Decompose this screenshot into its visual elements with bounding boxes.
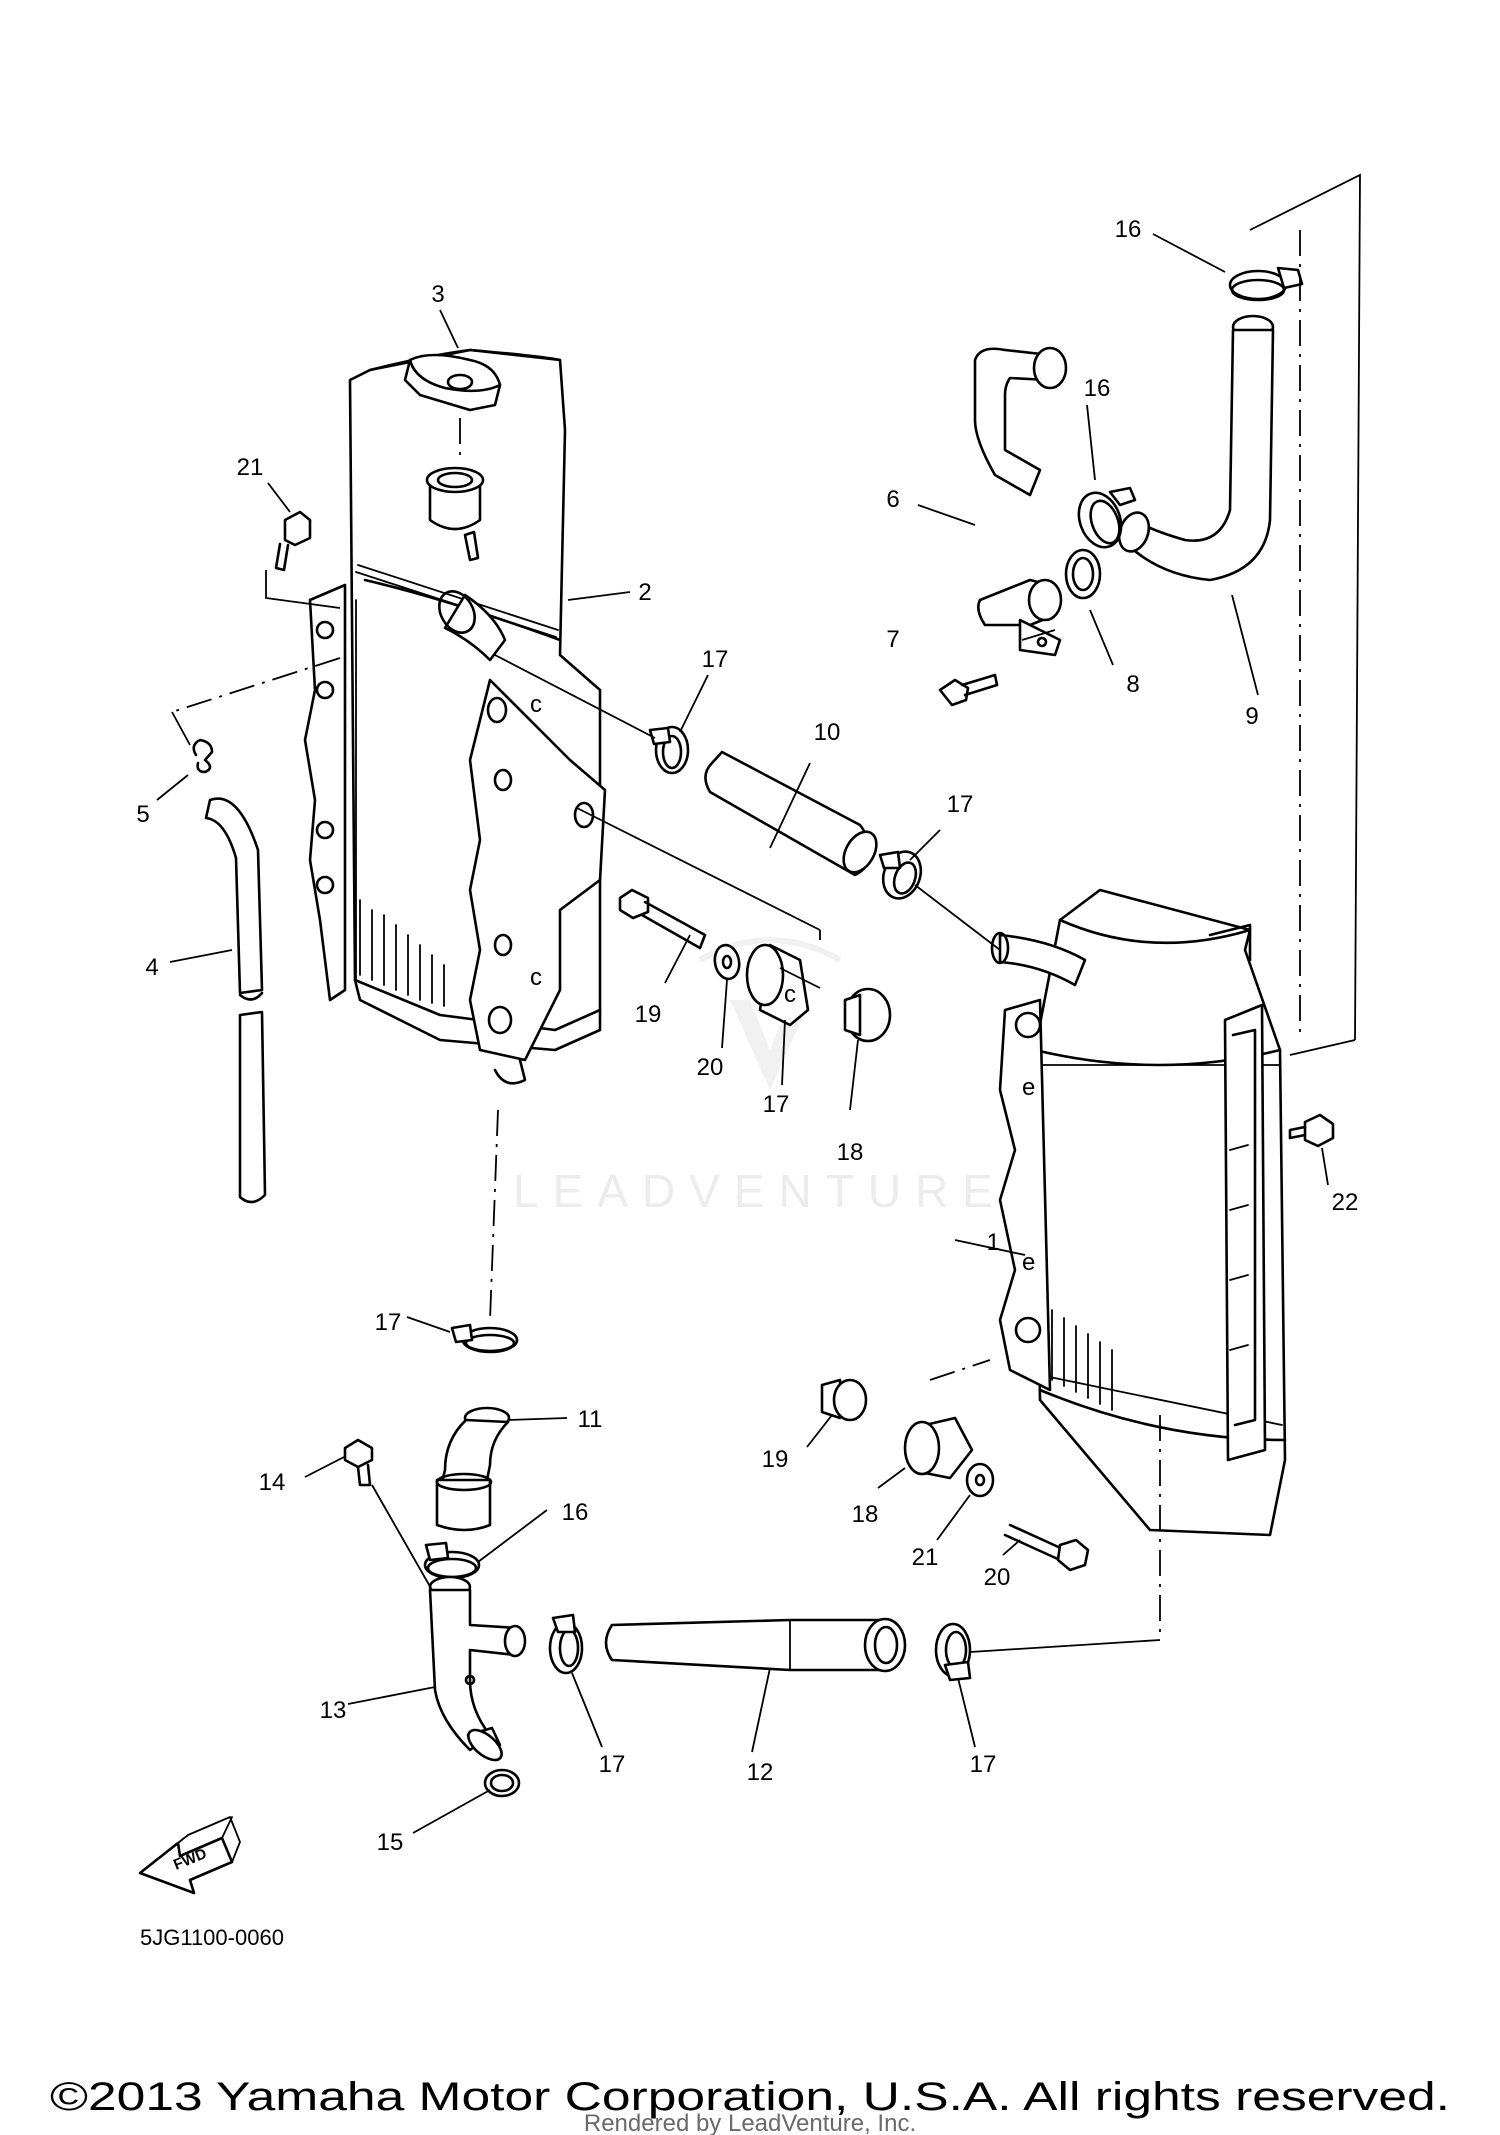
lower-elbow-hose	[435, 1406, 511, 1532]
callout-18-left: 17	[763, 1091, 790, 1118]
water-pump-hose	[973, 346, 1068, 657]
callout-12: 12	[747, 1759, 774, 1786]
svg-text:c: c	[530, 964, 542, 991]
callout-9: 9	[1245, 703, 1258, 730]
callout-20-right: 20	[984, 1564, 1011, 1591]
callout-17-bottom-right: 17	[970, 1751, 997, 1778]
left-radiator: c c	[303, 348, 607, 1085]
callout-3: 3	[431, 281, 444, 308]
callout-6: 6	[886, 486, 899, 513]
water-pipe-outlet	[428, 1575, 527, 1762]
connector-lines	[171, 173, 1361, 1653]
grommet-left: c	[745, 943, 810, 1027]
callout-16-top: 16	[1115, 216, 1142, 243]
callout-11: 11	[578, 1406, 603, 1433]
watermark-credit: Rendered by LeadVenture, Inc.	[584, 2110, 916, 2135]
hose-clamp-middle	[1077, 486, 1137, 549]
hose-clamp-bottom-left	[548, 1613, 584, 1675]
callout-16-middle: 16	[1084, 375, 1111, 402]
callout-19-right: 19	[762, 1446, 789, 1473]
washer-right	[965, 1462, 995, 1498]
bolt-7	[938, 673, 999, 707]
callouts: 1 2 3 4 5 6 7 8 9 10 11 12 13 14 15 16 1…	[136, 216, 1358, 1856]
bolt-14	[343, 1438, 374, 1487]
callout-2: 2	[638, 579, 651, 606]
callout-17-upper-left: 17	[702, 646, 729, 673]
callout-8: 8	[1126, 671, 1139, 698]
upper-radiator-hose	[1117, 314, 1275, 582]
callout-21-left: 20	[697, 1054, 724, 1081]
callout-17-upper-right: 17	[947, 791, 974, 818]
callout-7: 7	[886, 626, 899, 653]
connecting-pipe	[704, 750, 878, 877]
hose-clamp-lower-top	[450, 1323, 519, 1354]
callout-13: 13	[320, 1697, 347, 1724]
o-ring-upper	[1064, 548, 1102, 600]
mount-bolt-left	[618, 888, 707, 950]
o-ring-lower	[483, 1768, 521, 1798]
callout-15: 15	[377, 1829, 404, 1856]
hose-clamp-top	[1228, 266, 1304, 302]
callout-14: 14	[259, 1469, 286, 1496]
callout-1: 1	[987, 1229, 1000, 1256]
callout-17-bottom-left: 17	[599, 1751, 626, 1778]
grommet-right	[903, 1416, 974, 1480]
svg-text:e: e	[1022, 1074, 1035, 1101]
bolt-right	[1288, 1113, 1335, 1148]
bolt-left	[274, 510, 312, 572]
copyright-notice: ©2013 Yamaha Motor Corporation, U.S.A. A…	[50, 2075, 1450, 2119]
collar-right	[820, 1378, 868, 1422]
callout-leaders	[156, 233, 1329, 1834]
callout-21-right: 21	[912, 1544, 939, 1571]
callout-10: 10	[814, 719, 841, 746]
hose-clamp-bottom-right	[934, 1622, 972, 1682]
callout-22-left: 21	[237, 454, 264, 481]
svg-text:c: c	[784, 981, 796, 1008]
callout-20-left: 19	[635, 1001, 662, 1028]
diagram-code: 5JG1100-0060	[140, 1925, 284, 1950]
hose-clip	[192, 738, 214, 774]
assembly-lines	[171, 230, 1301, 1640]
hose-clamp-upper-left	[648, 725, 690, 775]
svg-text:c: c	[530, 691, 542, 718]
right-radiator: e e	[990, 888, 1287, 1537]
radiator-cap	[403, 353, 502, 412]
hose-clamp-upper-right	[878, 850, 923, 900]
hose-clamp-lower	[423, 1541, 481, 1580]
callout-17-lower-top: 17	[375, 1309, 402, 1336]
overflow-hose	[204, 797, 267, 1204]
collar-left	[843, 987, 892, 1043]
callout-4: 4	[145, 954, 158, 981]
washer-left	[713, 943, 741, 981]
lower-radiator-hose	[604, 1617, 907, 1673]
callout-22-right: 22	[1332, 1189, 1359, 1216]
callout-18-right: 18	[852, 1501, 879, 1528]
svg-text:e: e	[1022, 1249, 1035, 1276]
watermark-text: LEADVENTURE	[513, 1165, 1007, 1217]
callout-19-left: 18	[837, 1139, 864, 1166]
mount-bolt-right	[1003, 1523, 1090, 1572]
fwd-arrow-icon: FWD	[138, 1816, 241, 1895]
callout-5: 5	[136, 801, 149, 828]
callout-16-lower: 16	[562, 1499, 589, 1526]
